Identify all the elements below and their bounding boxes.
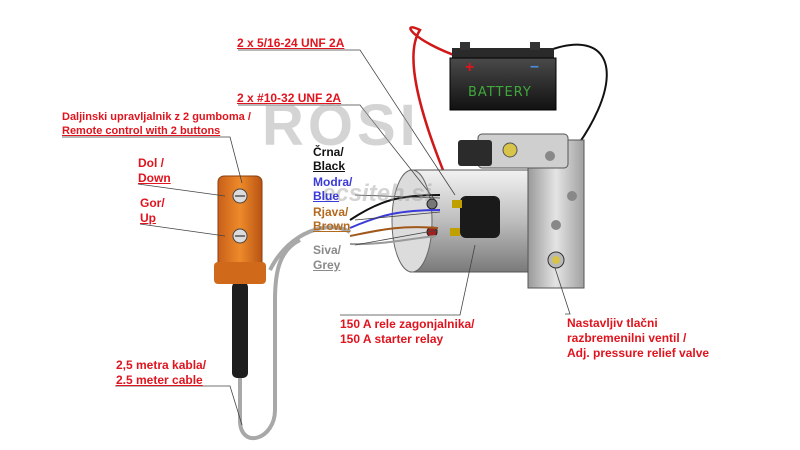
valve-label-line2: razbremenilni ventil /: [567, 331, 687, 345]
wire-grey-label-line1: Siva/: [313, 243, 342, 257]
wire-brown: [349, 226, 439, 237]
wire-brown-label-line1: Rjava/: [313, 205, 349, 219]
wire-black-label-line2: Black: [313, 159, 346, 173]
relay-label-line1: 150 A rele zagonjalnika/: [340, 317, 475, 331]
wire-blue-label-line2: Blue: [313, 189, 340, 203]
remote-cable: [238, 225, 352, 441]
battery-minus-sign: –: [530, 58, 539, 75]
wire-brown-label-line2: Brown: [313, 219, 351, 233]
remote-label-line1: Daljinski upravljalnik z 2 gumboma /: [62, 111, 251, 123]
wire-black-label-line1: Črna/: [313, 145, 344, 159]
battery: [449, 42, 557, 111]
battery-positive-wire: [409, 26, 463, 193]
down-button[interactable]: [232, 188, 248, 204]
battery-label: BATTERY: [468, 85, 532, 100]
relay-label-line2: 150 A starter relay: [340, 332, 444, 346]
wire-blue-label-line1: Modra/: [313, 175, 353, 189]
cable-label-line2: 2.5 meter cable: [116, 373, 203, 387]
cable-label-line1: 2,5 metra kabla/: [116, 358, 207, 372]
up-button[interactable]: [232, 228, 248, 244]
wire-blue: [349, 209, 441, 229]
watermark-logo: ROSI: [262, 93, 420, 158]
wire-grey-label-line2: Grey: [313, 258, 341, 272]
leader-lines: [62, 49, 571, 426]
valve-label-line3: Adj. pressure relief valve: [567, 346, 710, 360]
bolts-516-label: 2 x 5/16-24 UNF 2A: [237, 36, 345, 50]
battery-plus-sign: +: [465, 59, 475, 76]
up-label-line1: Gor/: [140, 196, 165, 210]
down-label-line1: Dol /: [138, 156, 164, 170]
down-label-line2: Down: [138, 171, 171, 185]
wire-black: [349, 194, 441, 221]
bolts-1032-label: 2 x #10-32 UNF 2A: [237, 91, 342, 105]
watermark-url: ecsiteh.si: [322, 180, 432, 207]
remote-cable-strain-relief: [232, 282, 248, 378]
up-label-line2: Up: [140, 211, 156, 225]
remote-label-line2: Remote control with 2 buttons: [62, 125, 221, 137]
valve-label-line1: Nastavljiv tlačni: [567, 316, 658, 330]
